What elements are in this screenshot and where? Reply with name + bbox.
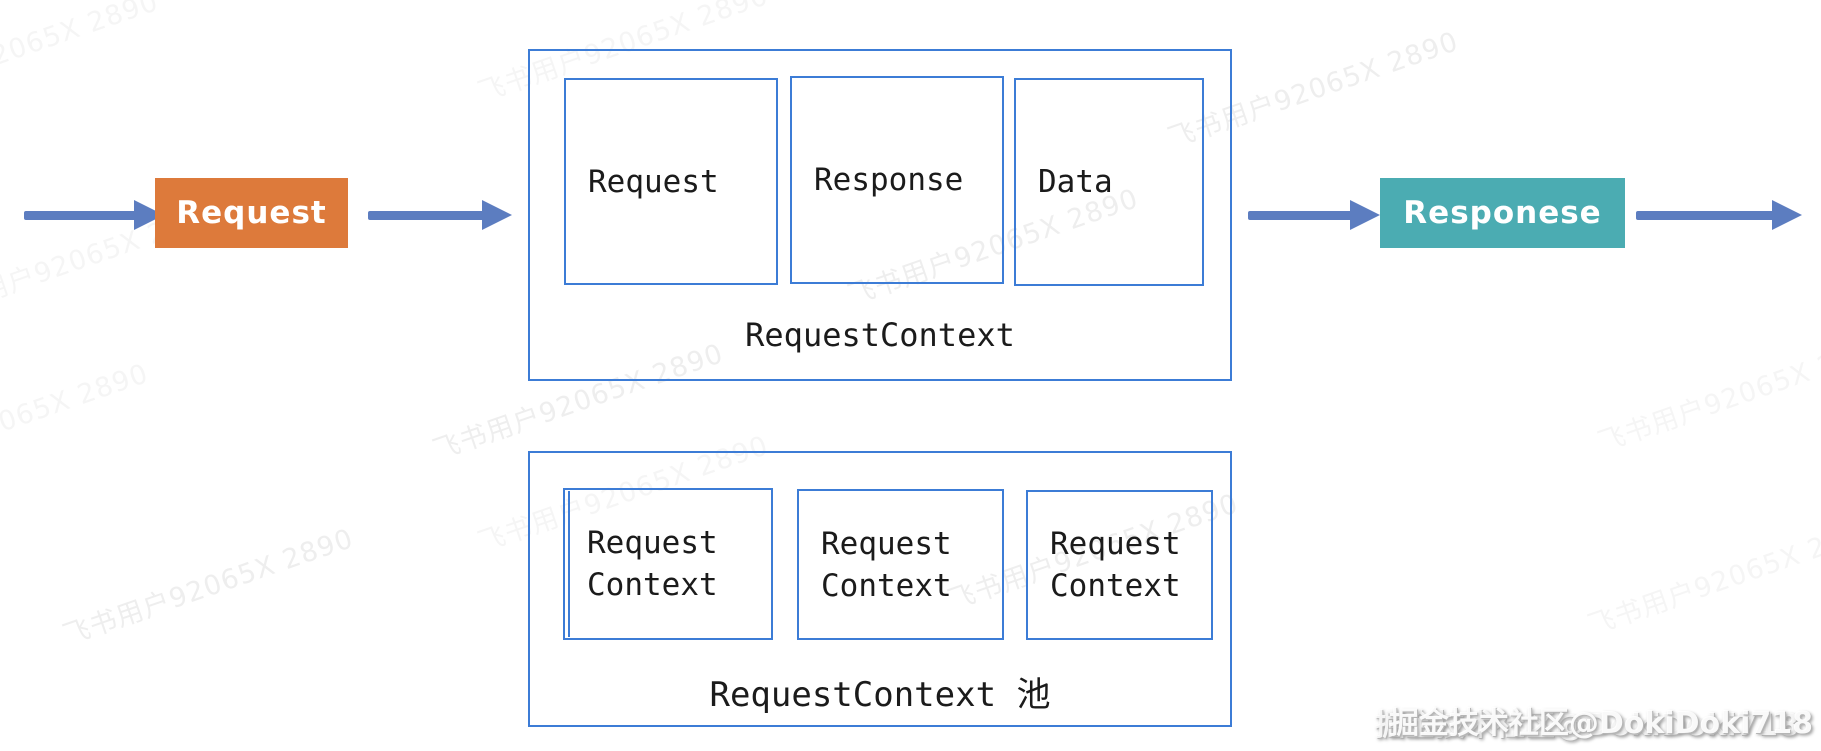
arrow-head-icon	[1350, 200, 1380, 230]
response-node: Responese	[1380, 178, 1625, 248]
arrow-head-icon	[482, 200, 512, 230]
request-node-label: Request	[176, 195, 327, 231]
pool-request-context-label: Request Context	[1050, 526, 1181, 604]
request-node: Request	[155, 178, 348, 248]
context-response-label: Response	[814, 162, 964, 198]
feishu-watermark: 飞书用户92065X 2890	[0, 0, 163, 115]
feishu-watermark: 飞书用户92065X 2890	[0, 358, 153, 487]
feishu-watermark: 飞书用户92065X 2890	[1584, 513, 1821, 642]
request-context-title: RequestContext	[745, 316, 1015, 354]
context-request-box: Request	[564, 78, 778, 285]
context-response-box: Response	[790, 76, 1004, 284]
pool-request-context-box: Request Context	[1026, 490, 1213, 640]
pool-request-context-box: Request Context	[563, 488, 773, 640]
pool-request-context-label: Request Context	[821, 525, 952, 604]
response-node-label: Responese	[1403, 195, 1602, 231]
arrow-head-icon	[1772, 200, 1802, 230]
request-context-pool-title: RequestContext 池	[709, 675, 1051, 715]
feishu-watermark: 飞书用户92065X 2890	[1594, 330, 1821, 459]
context-data-label: Data	[1038, 164, 1113, 200]
arrow-shaft	[24, 211, 138, 220]
juejin-watermark-text: 掘金技术社区@DokiDoki718	[1388, 706, 1813, 741]
context-data-box: Data	[1014, 78, 1204, 286]
request-context-pool-container: Request Context Request Context Request …	[528, 451, 1232, 727]
arrow-shaft	[1636, 211, 1776, 220]
arrow-shaft	[368, 211, 486, 220]
request-to-context-arrow	[368, 200, 512, 230]
context-to-response-arrow	[1248, 200, 1380, 230]
juejin-watermark-text: 掘金技术社区@DokiDoki718	[1374, 708, 1799, 743]
request-context-container: Request Response Data RequestContext	[528, 49, 1232, 381]
context-request-label: Request	[588, 163, 719, 200]
juejin-watermark: 掘金技术社区@DokiDoki718 掘金技术社区@DokiDoki718	[1213, 698, 1813, 744]
pool-request-context-box: Request Context	[797, 489, 1004, 640]
outgoing-arrow	[1636, 200, 1802, 230]
feishu-watermark: 飞书用户92065X 2890	[59, 523, 358, 652]
arrow-shaft	[1248, 211, 1354, 220]
incoming-arrow	[24, 200, 164, 230]
pool-request-context-label: Request Context	[587, 525, 718, 603]
